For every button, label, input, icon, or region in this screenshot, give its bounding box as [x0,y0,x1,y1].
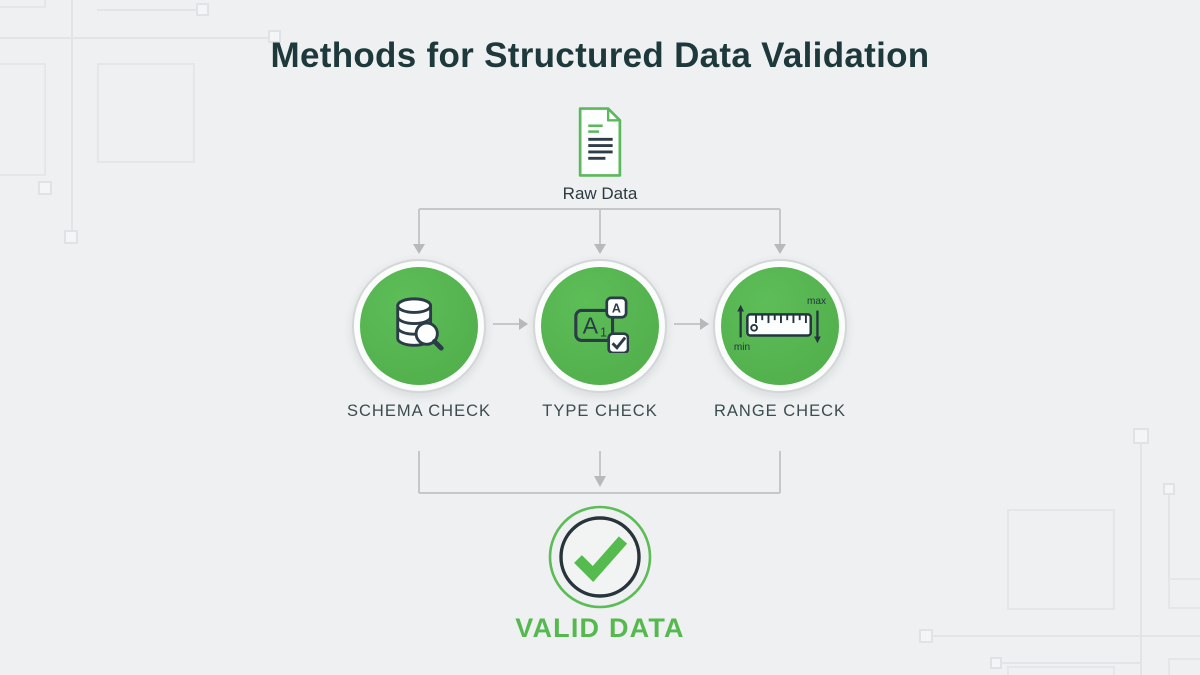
valid-data-label: VALID DATA [515,613,685,643]
circuit-line [1140,443,1142,675]
document-icon [572,103,628,186]
circuit-node [38,181,52,195]
circuit-line [1168,494,1170,608]
circuit-rect [0,0,46,8]
database-search-icon [390,295,448,358]
range-check-node: min max [713,259,847,393]
type-icon-badge-letter: A [612,301,621,315]
type-check-circle: A 1 A [541,267,659,385]
page-title: Methods for Structured Data Validation [270,36,930,75]
ruler-min-label: min [734,341,750,352]
type-icon-main-letter: A [583,312,599,338]
type-check-label: TYPE CHECK [542,402,658,420]
checkmark-circle-icon [545,502,655,617]
raw-data-label: Raw Data [562,184,638,203]
circuit-line [0,37,270,39]
circuit-line [1001,662,1141,664]
circuit-rect [97,63,195,163]
range-check-circle: min max [721,267,839,385]
range-check-label: RANGE CHECK [713,402,847,420]
schema-check-label: SCHEMA CHECK [346,402,492,420]
type-check-node: A 1 A [533,259,667,393]
circuit-line [97,9,197,11]
checkbox-tick-icon [611,336,627,350]
max-arrow-icon [814,335,821,343]
circuit-rect [1168,658,1200,675]
circuit-node [196,3,209,16]
circuit-node [268,30,281,43]
ruler-icon: min max [732,293,828,360]
circuit-rect [0,63,46,176]
circuit-node [64,230,78,244]
circuit-line [932,635,1200,637]
circuit-rect [1168,578,1200,609]
ruler-max-label: max [807,295,826,306]
min-arrow-icon [737,304,744,312]
circuit-line [71,0,73,232]
schema-check-node [352,259,486,393]
circuit-rect [1007,509,1115,610]
type-icon-sub-digit: 1 [600,325,607,339]
data-type-icon: A 1 A [571,295,630,358]
schema-check-circle [360,267,478,385]
circuit-rect [1007,666,1115,675]
